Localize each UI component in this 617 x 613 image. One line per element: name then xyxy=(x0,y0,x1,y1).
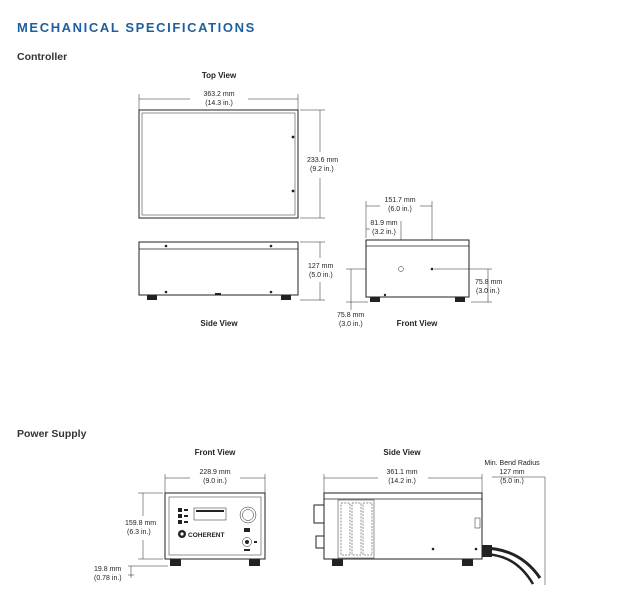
coherent-logo-icon: COHERENT xyxy=(178,530,225,539)
ps-vent-grille xyxy=(337,499,375,559)
front-width-mm: 151.7 mm xyxy=(384,197,415,204)
ps-front-outline xyxy=(164,492,266,560)
power-supply-side-view: Side View 361.1 mm (14.2 in.) Min. Bend … xyxy=(313,448,546,585)
ps-side-length-in: (14.2 in.) xyxy=(388,478,416,485)
ps-key-switch xyxy=(242,537,252,547)
bend-radius-mm: 127 mm xyxy=(499,469,524,476)
ps-indicators xyxy=(178,508,188,524)
front-right-height-in: (3.0 in.) xyxy=(476,288,500,295)
side-height-in: (5.0 in.) xyxy=(309,272,333,279)
controller-side-view: 127 mm (5.0 in.) Side View xyxy=(138,241,333,328)
top-depth-in: (9.2 in.) xyxy=(310,166,334,173)
ps-cable xyxy=(481,545,542,585)
page-title: MECHANICAL SPECIFICATIONS xyxy=(17,20,256,35)
controller-front-outline xyxy=(365,239,470,298)
ps-side-view-label: Side View xyxy=(383,448,421,457)
ps-front-width-mm: 228.9 mm xyxy=(199,469,230,476)
ps-front-width-in: (9.0 in.) xyxy=(203,478,227,485)
front-offset-mm: 81.9 mm xyxy=(370,220,397,227)
front-width-in: (6.0 in.) xyxy=(388,206,412,213)
top-view-label: Top View xyxy=(202,71,237,80)
front-offset-in: (3.2 in.) xyxy=(372,229,396,236)
top-width-mm: 363.2 mm xyxy=(203,91,234,98)
side-height-mm: 127 mm xyxy=(308,263,333,270)
bend-radius-in: (5.0 in.) xyxy=(500,478,524,485)
side-view-label: Side View xyxy=(200,319,238,328)
bend-radius-label: Min. Bend Radius xyxy=(484,460,540,467)
controller-top-outline xyxy=(138,109,299,219)
front-right-height-mm: 75.8 mm xyxy=(475,279,502,286)
ps-side-length-mm: 361.1 mm xyxy=(386,469,417,476)
front-left-height-in: (3.0 in.) xyxy=(339,321,363,328)
controller-side-outline xyxy=(138,241,299,296)
ps-feet-height-in: (0.78 in.) xyxy=(94,575,122,582)
power-supply-front-view: Front View 228.9 mm (9.0 in.) COHERENT xyxy=(94,448,266,582)
ps-front-height-in: (6.3 in.) xyxy=(127,529,151,536)
top-width-in: (14.3 in.) xyxy=(205,100,233,107)
ps-brand: COHERENT xyxy=(188,532,225,539)
controller-heading: Controller xyxy=(17,51,68,63)
power-supply-heading: Power Supply xyxy=(17,428,87,440)
front-left-height-mm: 75.8 mm xyxy=(337,312,364,319)
ps-front-view-label: Front View xyxy=(195,448,237,457)
ps-vent-slots xyxy=(340,502,373,556)
controller-front-view: 151.7 mm (6.0 in.) 81.9 mm (3.2 in.) 75.… xyxy=(337,197,502,328)
ps-side-outline xyxy=(323,492,483,560)
ps-display xyxy=(193,507,227,521)
ps-front-height-mm: 159.8 mm xyxy=(125,520,156,527)
controller-top-view: Top View 363.2 mm (14.3 in.) 233.6 mm (9… xyxy=(138,71,338,219)
front-view-label: Front View xyxy=(397,319,439,328)
top-depth-mm: 233.6 mm xyxy=(307,157,338,164)
ps-knob xyxy=(239,506,257,524)
ps-feet-height-mm: 19.8 mm xyxy=(94,566,121,573)
